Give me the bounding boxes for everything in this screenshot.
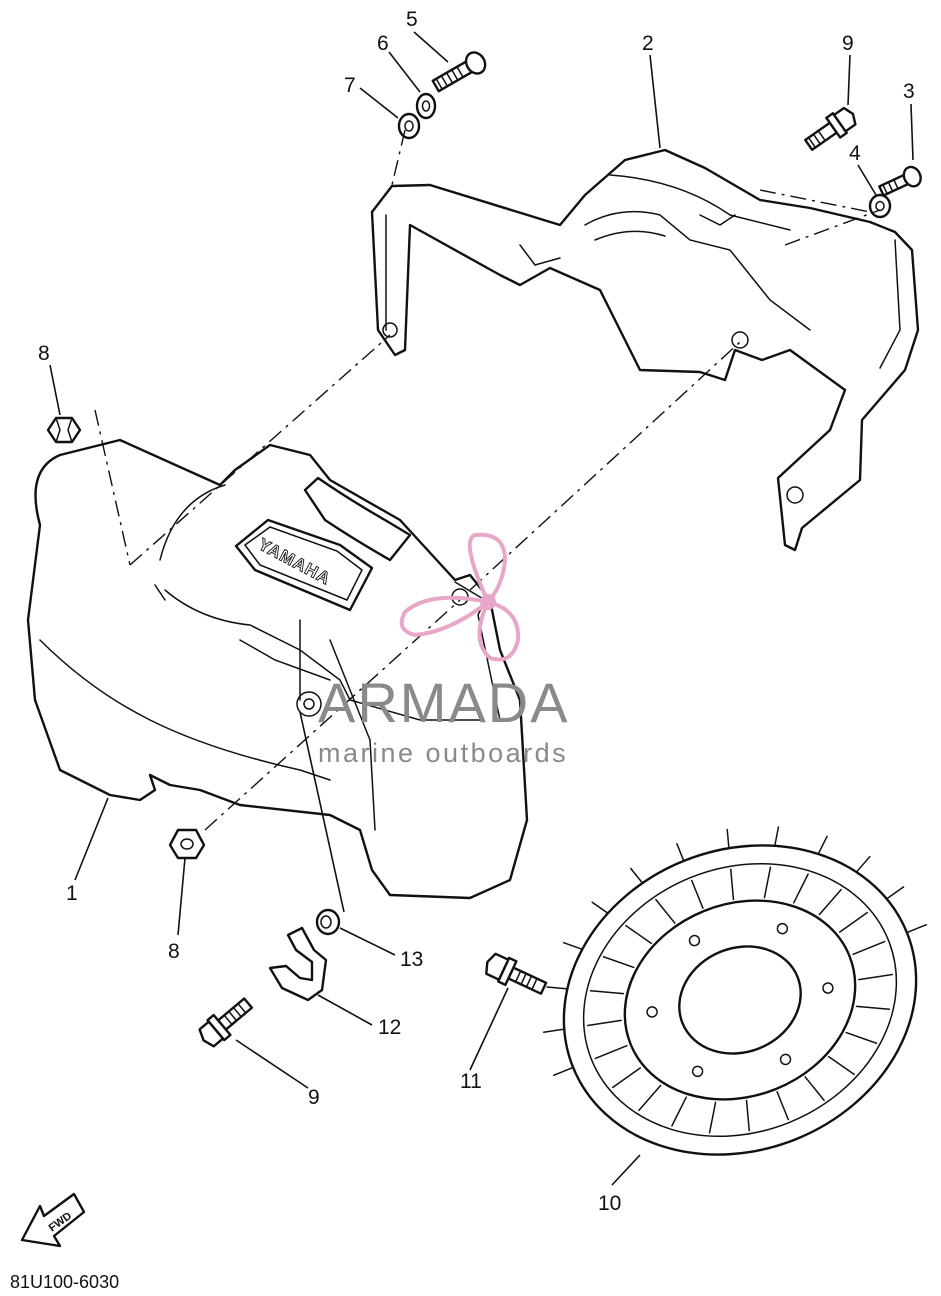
callout-1: 1 [66, 882, 78, 905]
bolt-hole [779, 1053, 792, 1066]
upper-cover-part-2 [370, 148, 920, 552]
watermark-title: ARMADA [318, 671, 570, 734]
bolt-hole [646, 1006, 658, 1018]
cooling-fin [855, 855, 871, 873]
callout-13: 13 [400, 948, 423, 971]
lock-washer-part-6 [415, 92, 437, 120]
cooling-fin [676, 842, 685, 862]
flange-bolt-part-11 [485, 952, 548, 995]
callout-12: 12 [378, 1016, 401, 1039]
leader-lines [49, 31, 914, 1186]
callout-8-upper: 8 [38, 342, 50, 365]
callout-9-upper: 9 [842, 32, 854, 55]
nut-part-8-upper [46, 416, 82, 444]
fan-rib [638, 1084, 662, 1112]
cooling-fin [726, 828, 730, 849]
callout-9-lower: 9 [308, 1086, 320, 1109]
cooling-fin [885, 886, 905, 900]
flange-bolt-part-9-upper [804, 106, 857, 152]
cooling-fin [562, 941, 584, 951]
fan-rib [594, 1044, 628, 1060]
cooling-fin [630, 867, 644, 884]
alignment-lines [94, 129, 881, 831]
fan-rib [793, 873, 809, 904]
bolt-hole [776, 922, 789, 935]
callout-2: 2 [642, 32, 654, 55]
bolt-part-3 [878, 165, 922, 197]
lower-cover-part-1: YAMAHA [26, 438, 529, 900]
fan-rib [587, 1019, 622, 1027]
fan-ribs [542, 826, 928, 1134]
callout-8-lower: 8 [168, 940, 180, 963]
fwd-arrow: FWD [20, 1192, 86, 1248]
fan-rib [827, 1055, 855, 1076]
bolt-hole [688, 934, 701, 947]
clip-part-12 [268, 926, 328, 1002]
fan-rib [671, 1096, 687, 1127]
fan-rib [763, 866, 772, 899]
fan-rib [730, 868, 735, 901]
fan-rib [852, 940, 886, 956]
fan-rib [612, 1067, 642, 1089]
fan-rib [589, 990, 625, 995]
bolt-hole [691, 1065, 704, 1078]
cooling-fin [817, 835, 828, 855]
callout-4: 4 [849, 142, 861, 165]
armada-watermark: ARMADA marine outboards [318, 532, 570, 768]
cooling-fin [546, 986, 569, 990]
fan-rib [602, 955, 635, 969]
fan-rib [708, 1101, 717, 1134]
fan-rib [858, 973, 893, 981]
fan-rib [690, 879, 704, 909]
cooling-fin [591, 901, 609, 915]
callout-6: 6 [377, 32, 389, 55]
drawing-code: 81U100-6030 [10, 1272, 119, 1292]
cooling-fin [774, 826, 780, 847]
callout-11: 11 [460, 1070, 482, 1093]
flange-bolt-part-9-lower [198, 997, 254, 1048]
fan-rib [804, 1076, 825, 1102]
watermark-subtitle: marine outboards [318, 738, 568, 768]
fan-rib [776, 1091, 790, 1121]
fan-rib [655, 898, 676, 924]
cooling-fin [542, 1028, 566, 1033]
callout-5: 5 [406, 8, 418, 31]
propeller-logo-icon [399, 532, 521, 662]
fan-rib [625, 924, 653, 945]
fan-rib [818, 888, 842, 916]
cooling-fin [906, 923, 928, 934]
flywheel-fan-part-10 [542, 826, 928, 1156]
fan-rib [838, 911, 868, 933]
fan-rib [845, 1031, 878, 1045]
bolt-holes [646, 922, 834, 1078]
fan-rib [855, 1005, 891, 1010]
fan-rib [745, 1099, 750, 1132]
washer-part-4 [868, 193, 892, 219]
callout-10: 10 [598, 1192, 621, 1215]
cooling-fin [552, 1066, 574, 1077]
nut-part-8-lower [168, 828, 206, 860]
collar-part-13 [315, 908, 341, 936]
callout-labels: 1 2 3 4 5 6 7 8 8 9 9 10 11 12 13 [38, 8, 915, 1215]
washer-part-7 [397, 112, 421, 140]
bolt-hole [822, 982, 834, 994]
callout-7: 7 [344, 74, 356, 97]
bolt-part-5 [431, 51, 487, 93]
callout-3: 3 [903, 80, 915, 103]
